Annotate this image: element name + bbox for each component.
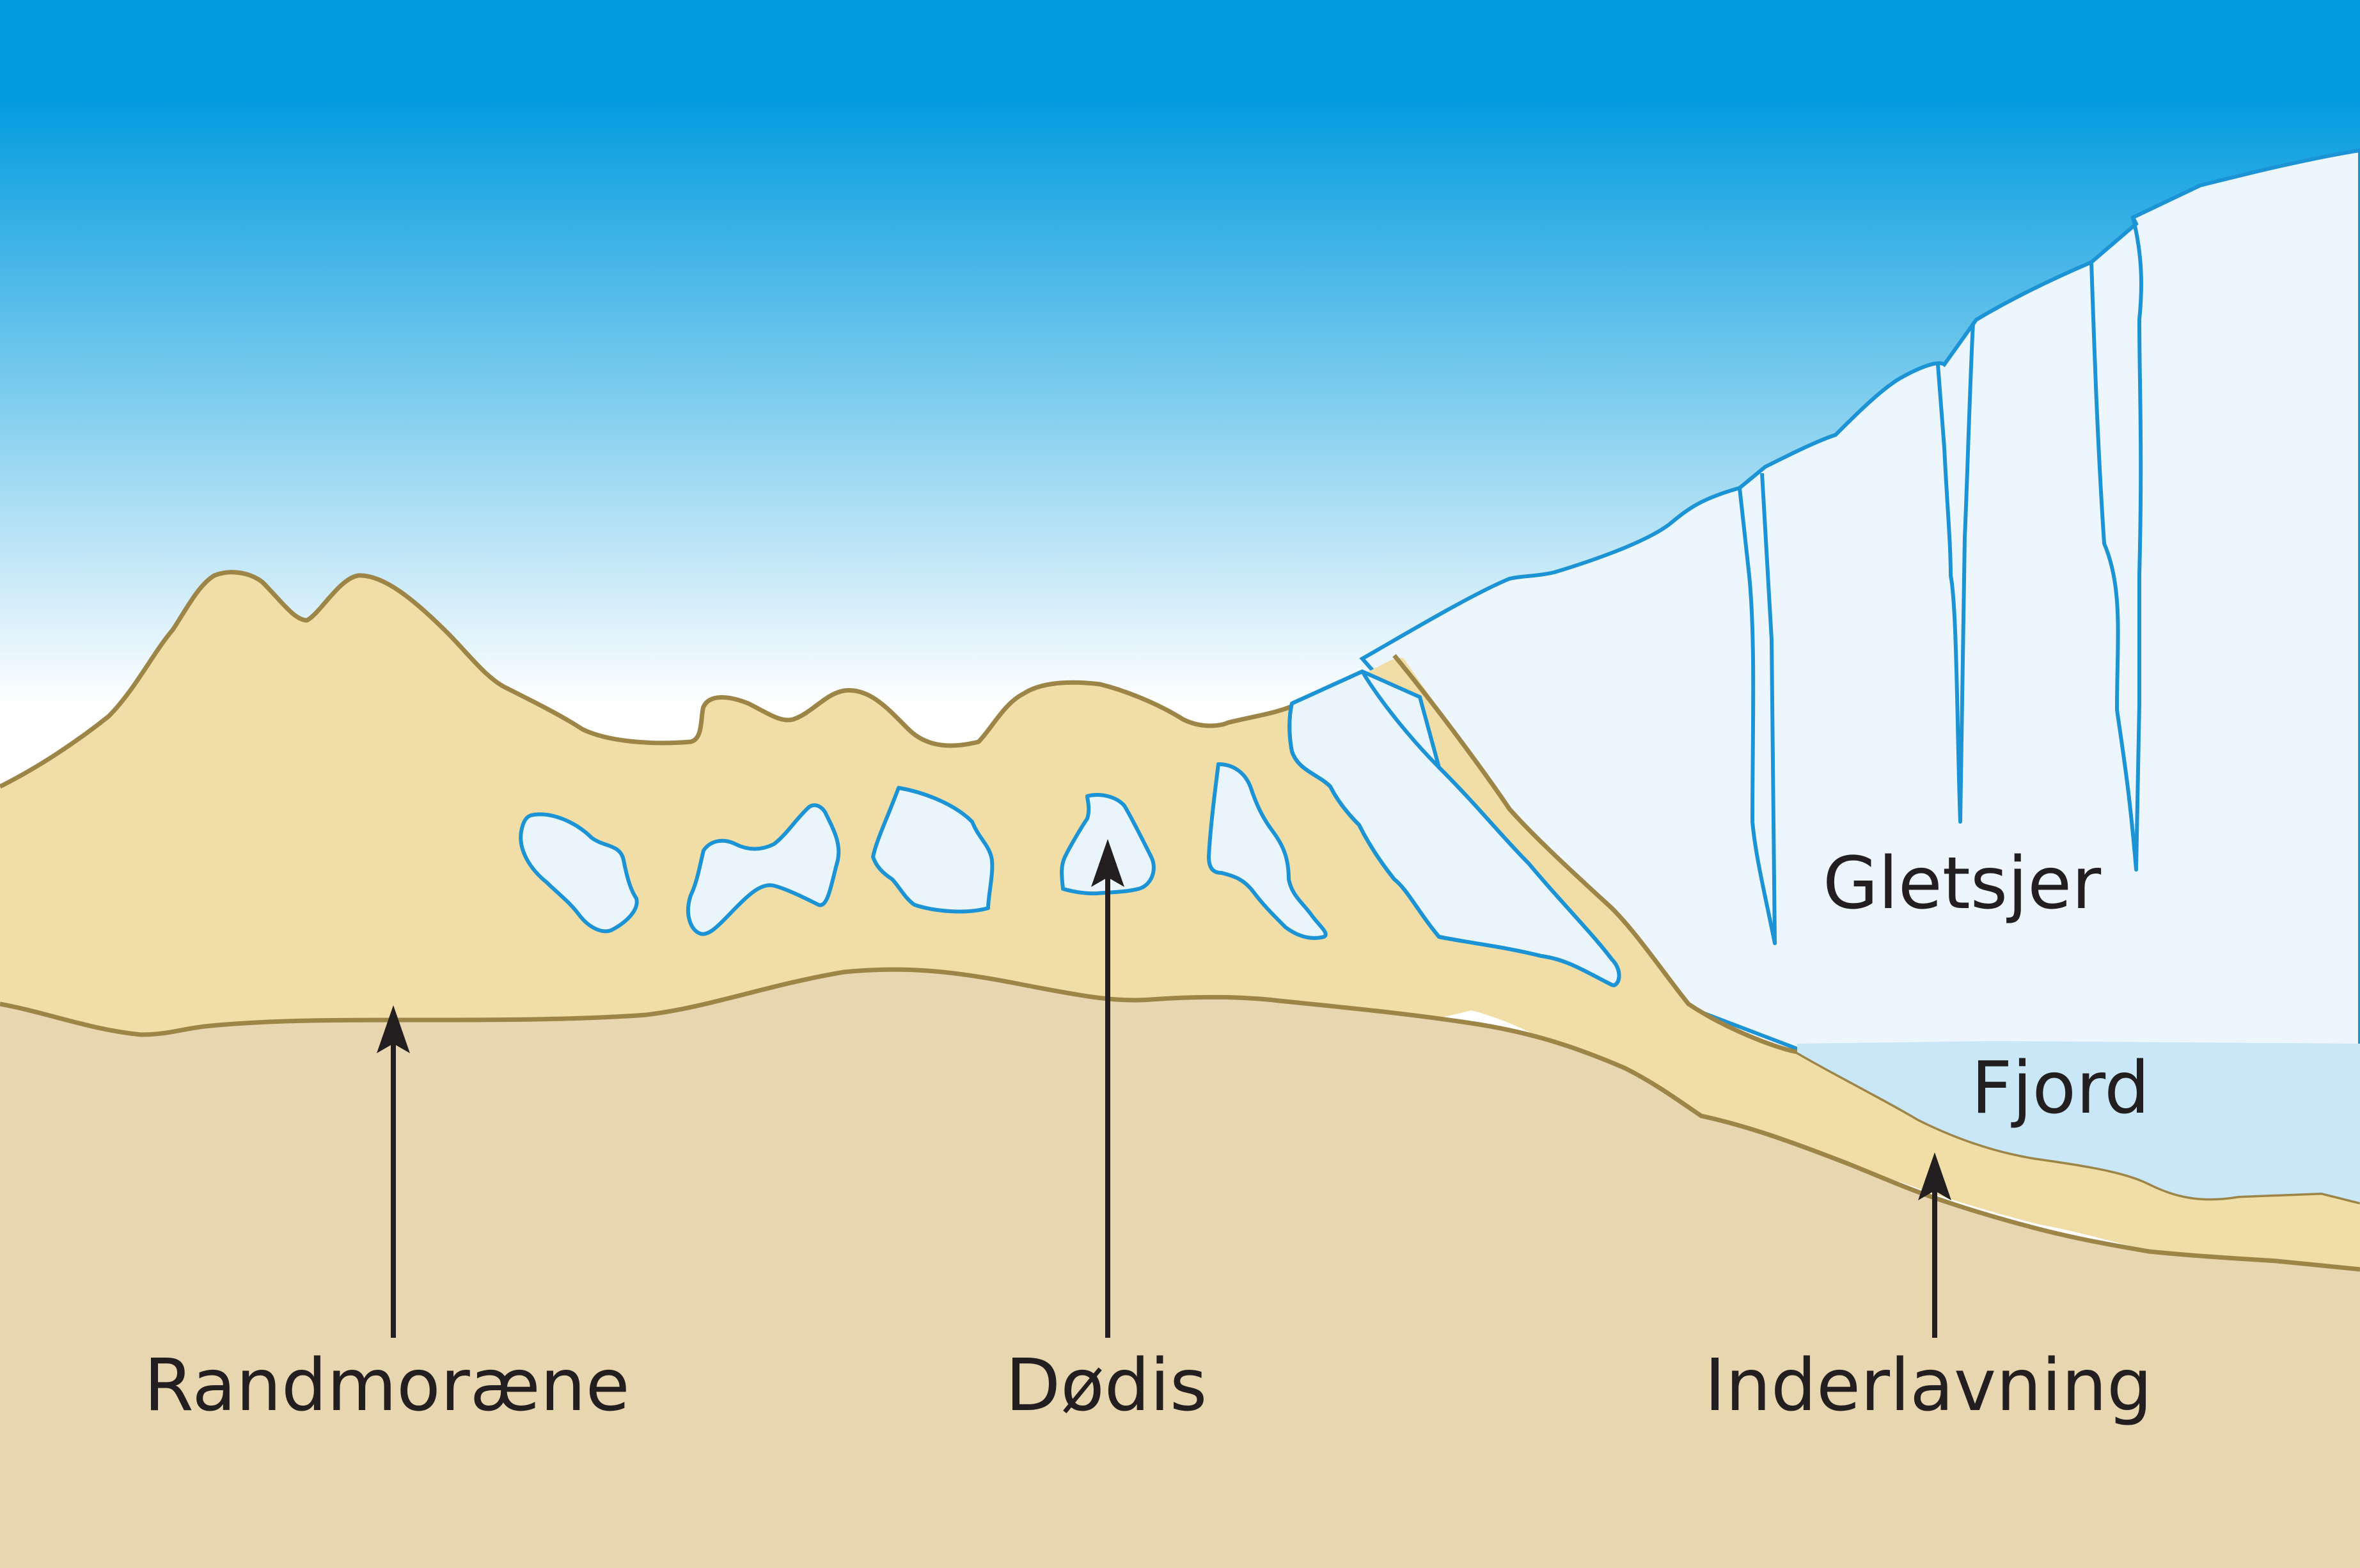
label-inderlavning: Inderlavning — [1704, 1344, 2152, 1427]
dead-ice-block — [686, 803, 841, 936]
label-dodis: Dødis — [1005, 1344, 1207, 1427]
arrow-randmoraene — [377, 1005, 410, 1338]
arrows — [377, 839, 1951, 1338]
bedrock-layer — [0, 969, 2360, 1568]
label-fjord: Fjord — [1971, 1047, 2150, 1130]
ground-lines — [0, 570, 2360, 1272]
label-gletsjer: Gletsjer — [1823, 842, 2102, 925]
end-moraine-layer — [0, 572, 2360, 1270]
dead-ice-block — [519, 812, 639, 934]
glacier-tongue-outline — [1287, 670, 1621, 987]
arrow-inderlavning — [1918, 1152, 1951, 1338]
fjord-water — [1797, 1041, 2360, 1202]
label-randmoraene: Randmoræne — [144, 1344, 630, 1427]
arrow-dodis — [1091, 839, 1124, 1338]
dead-ice-block — [871, 786, 995, 914]
glacier-crevasses — [1738, 217, 2143, 945]
dead-ice-block — [1207, 762, 1328, 940]
